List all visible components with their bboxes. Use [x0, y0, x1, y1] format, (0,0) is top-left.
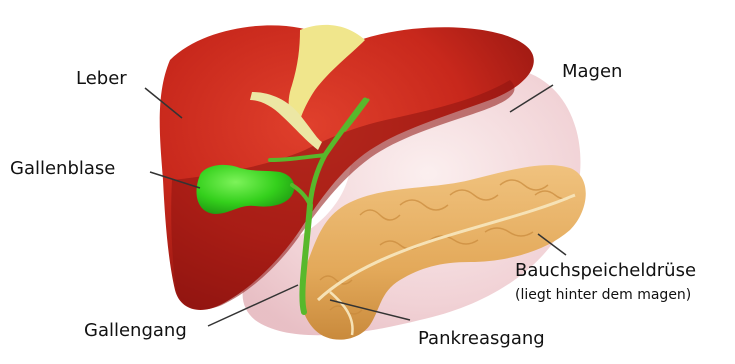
- label-pancreas: Bauchspeicheldrüse: [515, 262, 696, 280]
- label-pancreatic-duct: Pankreasgang: [418, 330, 545, 348]
- label-pancreas-note: (liegt hinter dem magen): [515, 288, 691, 302]
- label-gallbladder: Gallenblase: [10, 160, 115, 178]
- label-bile-duct: Gallengang: [84, 322, 187, 340]
- label-stomach: Magen: [562, 63, 622, 81]
- label-liver: Leber: [76, 70, 127, 88]
